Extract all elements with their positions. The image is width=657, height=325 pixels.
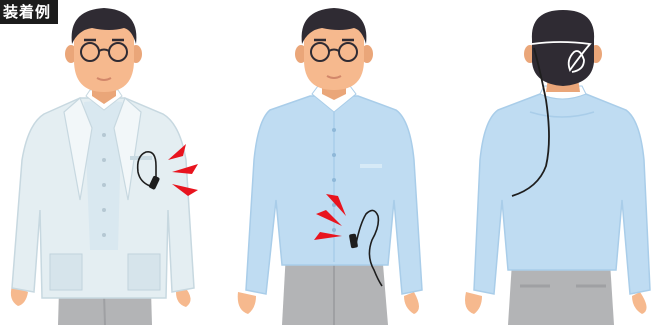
right-hand: [404, 292, 419, 314]
pants: [508, 262, 614, 325]
right-hand: [632, 292, 647, 314]
figure-shirt-back: [465, 10, 650, 325]
figure-labcoat-front: [11, 8, 198, 325]
left-hand: [465, 292, 482, 314]
figure-shirt-front: [238, 8, 422, 325]
right-pocket: [128, 254, 160, 290]
left-hand: [238, 292, 256, 314]
shirt: [474, 94, 650, 294]
left-pocket: [50, 254, 82, 290]
